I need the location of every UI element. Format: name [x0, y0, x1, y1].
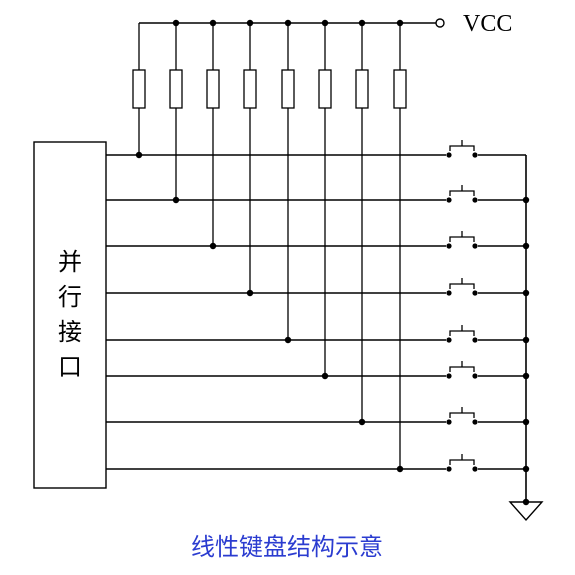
bus-junction-dot-2 [172, 19, 180, 27]
key-switch-4 [449, 283, 475, 289]
switch-terminal-right-7 [472, 419, 478, 425]
pullup-resistor-7 [355, 69, 369, 109]
switch-terminal-right-8 [472, 466, 478, 472]
key-switch-8 [449, 459, 475, 465]
switch-terminal-right-3 [472, 243, 478, 249]
switch-terminal-left-1 [446, 152, 452, 158]
bus-junction-dot-4 [246, 19, 254, 27]
switch-terminal-left-7 [446, 419, 452, 425]
vcc-terminal [435, 18, 445, 28]
bus-junction-dot-7 [358, 19, 366, 27]
switch-terminal-left-2 [446, 197, 452, 203]
pullup-resistor-2 [169, 69, 183, 109]
bus-junction-dot-5 [284, 19, 292, 27]
interface-label-char-4: 口 [58, 353, 82, 381]
ground-junction-dot-5 [522, 336, 530, 344]
diagram-caption: 线性键盘结构示意 [191, 533, 383, 561]
key-switch-7 [449, 412, 475, 418]
pullup-resistor-1 [132, 69, 146, 109]
switch-terminal-right-1 [472, 152, 478, 158]
interface-label-char-1: 并 [58, 248, 82, 276]
pullup-resistor-5 [281, 69, 295, 109]
switch-terminal-left-8 [446, 466, 452, 472]
ground-junction-dot-3 [522, 242, 530, 250]
ground-junction-dot-6 [522, 372, 530, 380]
switch-terminal-left-4 [446, 290, 452, 296]
key-switch-5 [449, 330, 475, 336]
ground-junction-dot-8 [522, 465, 530, 473]
switch-terminal-right-2 [472, 197, 478, 203]
pullup-resistor-6 [318, 69, 332, 109]
ground-junction-dot-4 [522, 289, 530, 297]
interface-label-char-2: 行 [58, 283, 82, 311]
vcc-label: VCC [463, 11, 512, 37]
ground-junction-dot-2 [522, 196, 530, 204]
key-switch-1 [449, 145, 475, 151]
parallel-interface-box [33, 141, 107, 489]
bus-junction-dot-6 [321, 19, 329, 27]
bus-junction-dot-8 [396, 19, 404, 27]
switch-terminal-left-3 [446, 243, 452, 249]
switch-terminal-right-5 [472, 337, 478, 343]
ground-bus-end-dot [522, 498, 530, 506]
interface-label-char-3: 接 [58, 318, 82, 346]
pullup-resistor-8 [393, 69, 407, 109]
bus-junction-dot-3 [209, 19, 217, 27]
switch-terminal-right-4 [472, 290, 478, 296]
switch-terminal-left-6 [446, 373, 452, 379]
pullup-resistor-3 [206, 69, 220, 109]
switch-terminal-left-5 [446, 337, 452, 343]
switch-terminal-right-6 [472, 373, 478, 379]
circuit-lines [106, 19, 530, 506]
pullup-resistor-4 [243, 69, 257, 109]
key-switch-3 [449, 236, 475, 242]
key-switch-6 [449, 366, 475, 372]
ground-junction-dot-7 [522, 418, 530, 426]
key-switch-2 [449, 190, 475, 196]
